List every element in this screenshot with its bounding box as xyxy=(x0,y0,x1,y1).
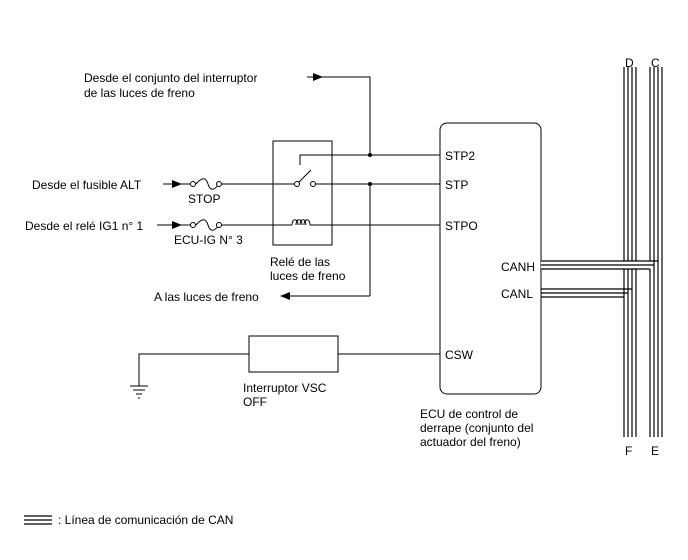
label-from-relay-ig1: Desde el relé IG1 n° 1 xyxy=(25,219,144,233)
label-vsc-switch-2: OFF xyxy=(243,395,267,409)
wire-vsc-ground xyxy=(138,353,249,386)
pin-stpo: STPO xyxy=(445,219,478,233)
fuse-ecu-ig-icon xyxy=(195,219,220,231)
relay-switch-contact xyxy=(310,181,316,187)
label-from-fuse-alt: Desde el fusible ALT xyxy=(32,178,142,192)
label-from-brake-switch-1: Desde el conjunto del interruptor xyxy=(84,71,257,85)
ground-icon xyxy=(130,385,148,399)
label-from-brake-switch-2: de las luces de freno xyxy=(84,86,195,100)
relay-box xyxy=(272,140,333,246)
junction-stp2 xyxy=(368,153,372,157)
label-to-brake-lights: A las luces de freno xyxy=(154,290,259,304)
bus-label-f: F xyxy=(625,444,632,458)
pin-canl: CANL xyxy=(501,287,533,301)
label-fuse-ecu-ig: ECU-IG N° 3 xyxy=(174,233,243,247)
pin-csw: CSW xyxy=(445,348,474,362)
brake-switch-wire xyxy=(322,76,371,155)
label-ecu-2: derrape (conjunto del xyxy=(420,421,533,435)
fuse-stop-right-terminal xyxy=(216,181,222,187)
legend-can-label: : Línea de comunicación de CAN xyxy=(58,513,233,527)
label-ecu-1: ECU de control de xyxy=(420,407,518,421)
label-vsc-switch-1: Interruptor VSC xyxy=(243,381,327,395)
pin-stp2: STP2 xyxy=(445,149,475,163)
label-fuse-stop: STOP xyxy=(188,192,220,206)
relay-coil-icon xyxy=(291,219,311,226)
relay-switch-pivot xyxy=(294,181,300,187)
can-l-bus xyxy=(541,288,632,298)
fuse-stop-icon xyxy=(195,178,220,190)
bus-label-c: C xyxy=(651,56,660,70)
relay-switch-blade xyxy=(296,169,312,185)
legend-can-icon xyxy=(24,515,52,525)
vsc-switch-box xyxy=(248,335,339,373)
fuse-stop-left-terminal xyxy=(190,181,196,187)
bus-label-d: D xyxy=(625,56,634,70)
label-relay-2: luces de freno xyxy=(270,269,346,283)
ecu-box xyxy=(439,122,542,395)
fuse-ecu-ig-left-terminal xyxy=(190,222,196,228)
pin-stp: STP xyxy=(445,178,468,192)
label-relay-1: Relé de las xyxy=(270,255,330,269)
wire-stp2 xyxy=(299,154,440,165)
can-bus-left xyxy=(623,67,637,437)
fuse-ecu-ig-right-terminal xyxy=(216,222,222,228)
pin-canh: CANH xyxy=(501,260,535,274)
label-ecu-3: actuador del freno) xyxy=(420,435,521,449)
can-bus-right xyxy=(649,67,663,437)
bus-label-e: E xyxy=(651,444,659,458)
can-h-bus xyxy=(541,260,658,270)
